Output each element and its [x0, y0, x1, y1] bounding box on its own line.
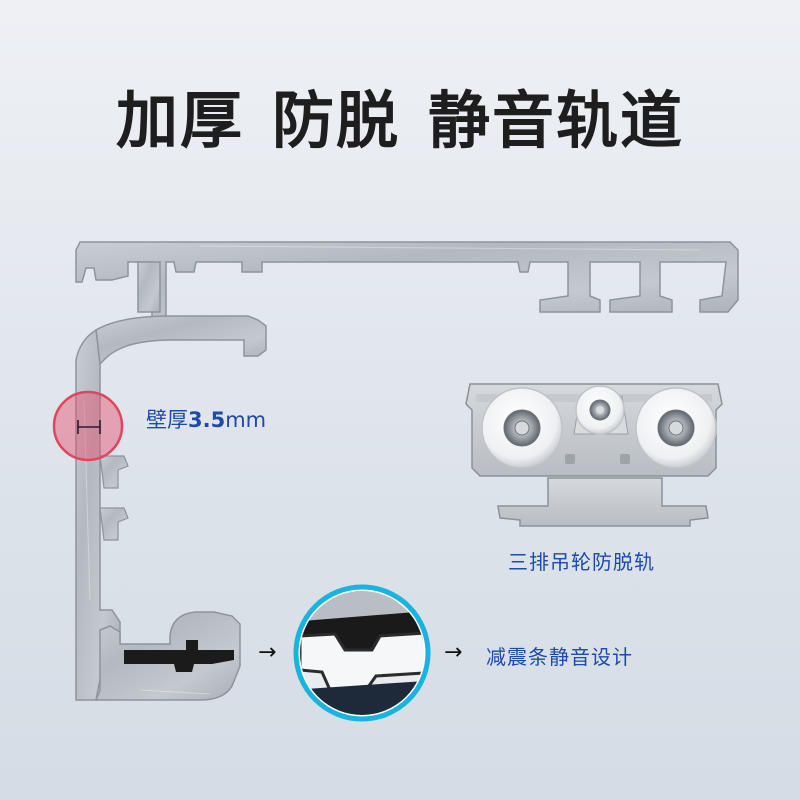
- headline-silent-track: 静音轨道: [428, 84, 685, 157]
- headline: 加厚防脱静音轨道: [0, 70, 800, 160]
- arrow-right-icon: →: [258, 640, 277, 665]
- middle-guide-wheel: [573, 385, 629, 435]
- damping-caption: 减震条静音设计: [486, 645, 633, 669]
- rail-wall-rib-2: [99, 507, 129, 541]
- roller-carriage: [465, 383, 723, 527]
- arrow-right-icon: →: [444, 640, 463, 665]
- rail-shoulder: [95, 315, 267, 366]
- left-roller-wheel: [481, 387, 563, 469]
- rail-top-bar: [75, 241, 739, 319]
- wall-thickness-marker: [52, 390, 124, 462]
- wall-thickness-unit: mm: [225, 408, 267, 432]
- rail-damping-strip: [124, 640, 234, 672]
- wall-thickness-value: 3.5: [188, 408, 226, 432]
- right-roller-wheel: [635, 387, 717, 469]
- roller-caption: 三排吊轮防脱轨: [508, 550, 655, 574]
- damping-strip-magnifier: [293, 584, 431, 722]
- rail-wall-rib-1: [99, 455, 129, 489]
- wall-thickness-prefix: 壁厚: [146, 408, 188, 432]
- rail-stem: [137, 261, 161, 313]
- headline-anti-derail: 防脱: [271, 84, 400, 157]
- rail-side-wall: [75, 328, 121, 701]
- carriage-base-bracket: [497, 477, 709, 527]
- aluminium-rail-profile: [75, 241, 739, 701]
- headline-thickened: 加厚: [115, 84, 244, 157]
- thickness-dimension-icon: [77, 420, 101, 434]
- highlight-circle: [52, 390, 124, 462]
- wall-thickness-label: 壁厚3.5mm: [146, 404, 266, 434]
